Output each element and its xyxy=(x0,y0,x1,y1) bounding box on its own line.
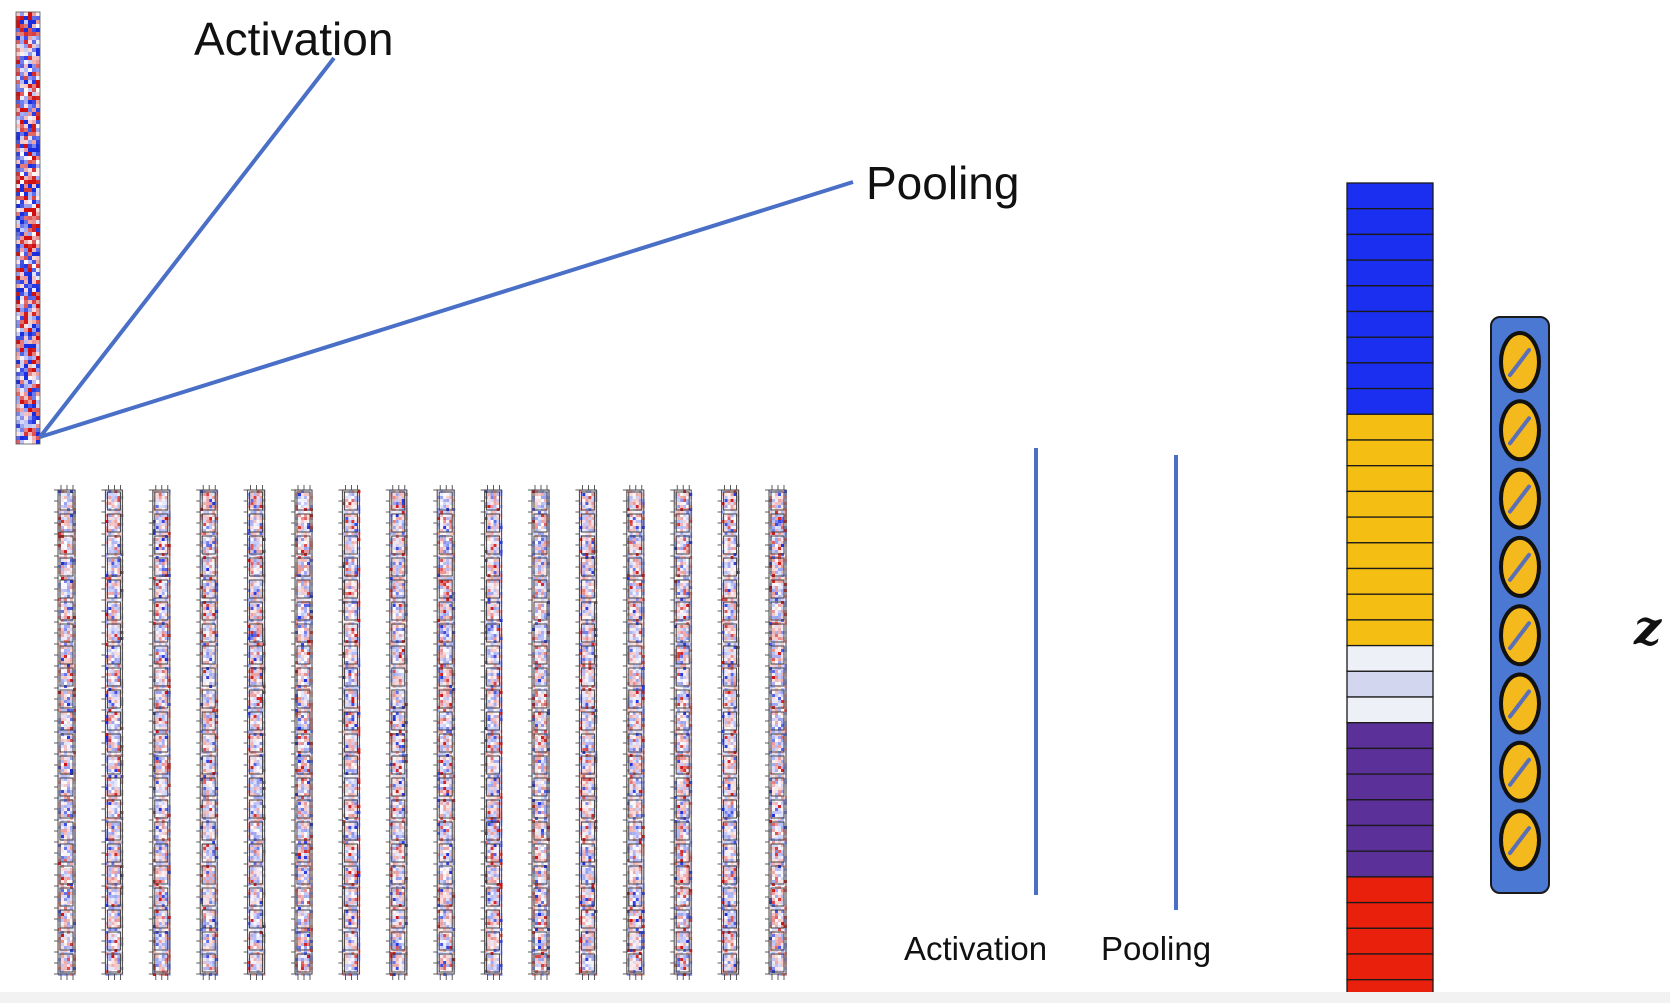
z-node xyxy=(1499,535,1541,598)
pooling-callout-line xyxy=(39,180,854,439)
heatmap-column xyxy=(622,485,645,980)
heatmap-column xyxy=(765,485,787,980)
heatmap-columns xyxy=(54,485,787,980)
heatmap-column xyxy=(243,485,266,980)
heatmap-column xyxy=(433,485,456,980)
heatmap-column xyxy=(717,485,740,980)
stack-block xyxy=(1346,182,1434,415)
feature-stack xyxy=(1346,182,1434,1003)
z-node xyxy=(1499,604,1541,667)
heatmap-column xyxy=(196,485,219,980)
stack-block xyxy=(1346,876,1434,1003)
heatmap-column xyxy=(148,485,171,980)
heatmap-column xyxy=(54,485,76,980)
z-node xyxy=(1499,467,1541,530)
stack-block xyxy=(1346,644,1434,724)
heatmap-column xyxy=(480,485,503,980)
heatmap-column xyxy=(670,485,693,980)
stack-block xyxy=(1346,413,1434,647)
z-node xyxy=(1499,672,1541,735)
heatmap-column xyxy=(575,485,598,980)
z-node xyxy=(1499,331,1541,393)
activation-bar-label: Activation xyxy=(904,930,1048,967)
heatmap-column xyxy=(528,485,550,980)
pooling-bar-label: Pooling xyxy=(1101,930,1212,967)
heatmap-column xyxy=(101,485,124,980)
z-label: z xyxy=(1634,600,1662,656)
callout-lines xyxy=(38,56,854,439)
activation-label: Activation xyxy=(194,13,394,65)
heatmap-column xyxy=(385,485,408,980)
z-node xyxy=(1499,809,1541,872)
activation-callout-line xyxy=(38,56,336,439)
heatmap-column xyxy=(338,485,361,980)
activation-heatmap-strip xyxy=(15,11,41,445)
stack-block xyxy=(1346,722,1434,878)
z-node xyxy=(1499,740,1541,803)
z-node xyxy=(1499,399,1541,462)
heatmap-column xyxy=(291,485,313,980)
pooling-label: Pooling xyxy=(866,157,1020,209)
z-vector-panel xyxy=(1490,316,1550,894)
bottom-strip xyxy=(0,992,1670,1003)
